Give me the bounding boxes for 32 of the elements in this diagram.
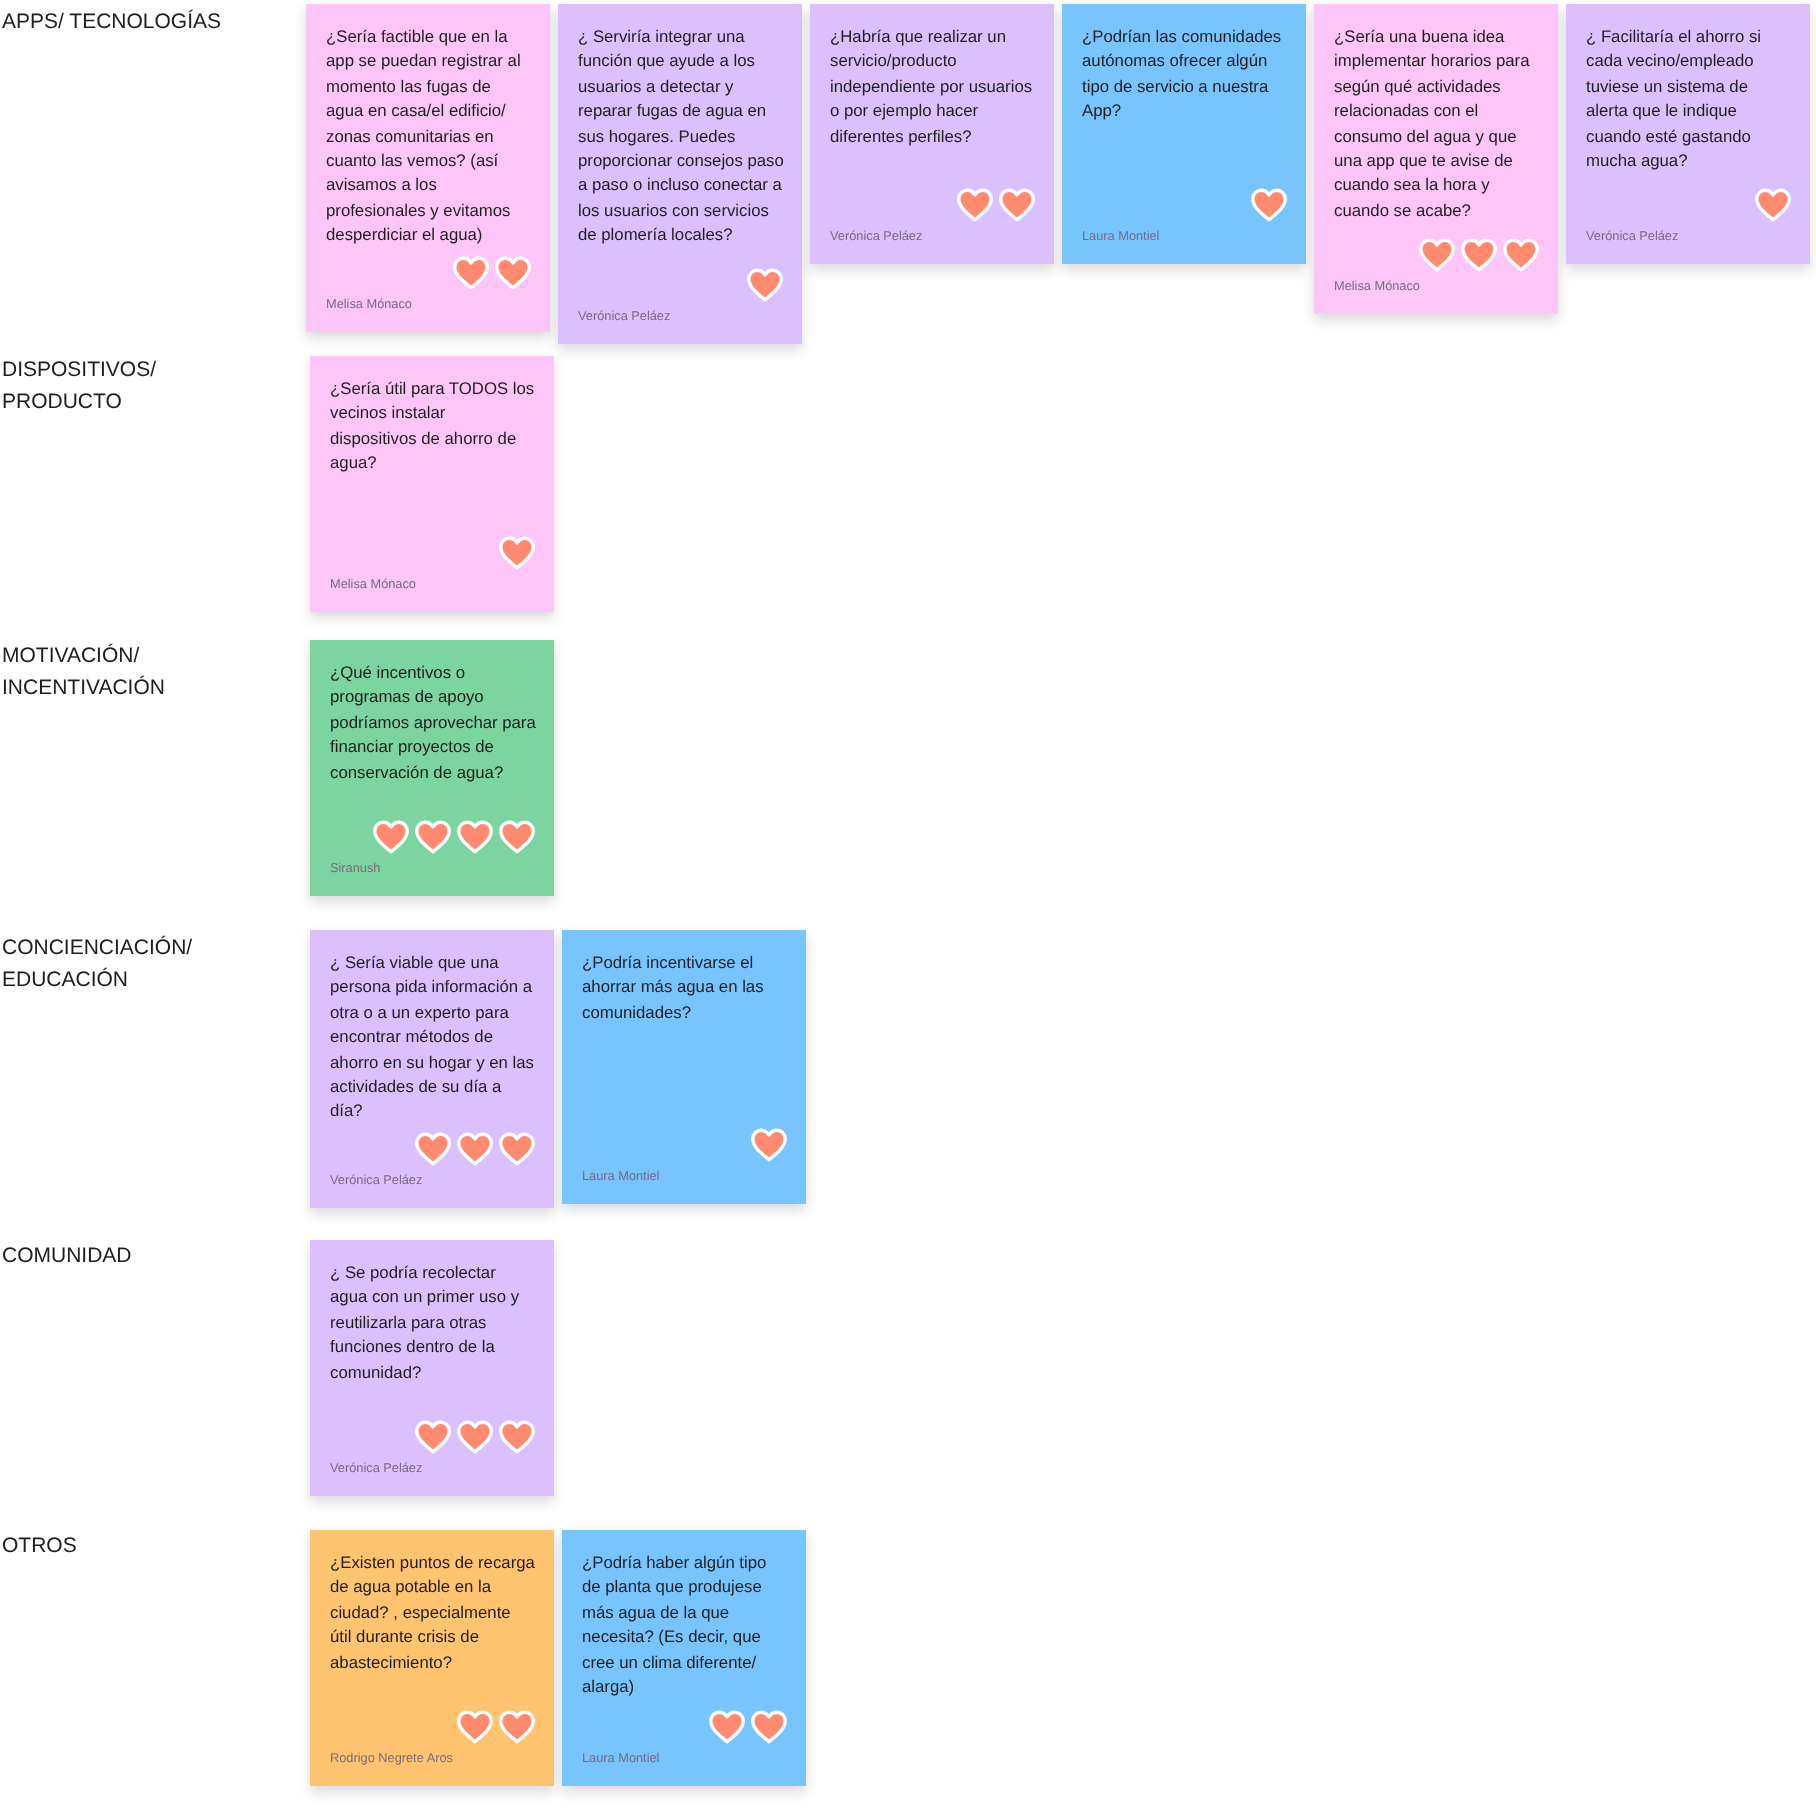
question-text: ¿Sería útil para TODOS los vecinos instalar dispositivos de ahorro de agua? [330, 376, 536, 476]
sticky-note [310, 1530, 554, 1786]
category-label: CONCIENCIACIÓN/ EDUCACIÓN [2, 933, 195, 996]
sticky-note [1314, 4, 1558, 314]
category-label: MOTIVACIÓN/ INCENTIVACIÓN [2, 641, 167, 704]
question-text: ¿Sería una buena idea implementar horarios para según qué actividades relacionadas con el consumo del agua y que una app que te avise de cuando sea la hora y cuando se acabe? [1334, 24, 1532, 223]
question-text: ¿Qué incentivos o programas de apoyo podríamos aprovechar para financiar proyectos de conservación de agua? [330, 660, 536, 785]
sticky-note [310, 1240, 554, 1496]
question-text: ¿Sería factible que en la app se puedan registrar al momento las fugas de agua en casa/el edificio/ zonas comunitarias en cuanto las vemos? (así avisamos a los profesionales y evitamos desperdiciar el agua) [326, 24, 523, 248]
sticky-note [810, 4, 1054, 264]
sticky-note [310, 640, 554, 896]
question-text: ¿Podría incentivarse el ahorrar más agua en las comunidades? [582, 950, 766, 1025]
sticky-note [1062, 4, 1306, 264]
sticky-note [306, 4, 550, 332]
question-text: ¿Podrían las comunidades autónomas ofrecer algún tipo de servicio a nuestra App? [1082, 24, 1284, 124]
sticky-note [310, 356, 554, 612]
sticky-note [562, 930, 806, 1204]
sticky-note [558, 4, 802, 344]
category-label: OTROS [2, 1532, 79, 1562]
question-text: ¿Existen puntos de recarga de agua potable en la ciudad? , especialmente útil durante crisis de abastecimiento? [330, 1550, 536, 1675]
question-text: ¿ Sería viable que una persona pida información a otra o a un experto para encontrar métodos de ahorro en su hogar y en las actividades de su día a día? [330, 950, 536, 1124]
category-label: APPS/ TECNOLOGÍAS [2, 7, 224, 38]
sticky-note [562, 1530, 806, 1786]
category-label: COMUNIDAD [2, 1242, 134, 1272]
question-text: ¿Podría haber algún tipo de planta que produjese más agua de la que necesita? (Es decir, que cree un clima diferente/ alarga) [582, 1550, 769, 1699]
category-label: DISPOSITIVOS/ PRODUCTO [2, 356, 159, 418]
question-text: ¿ Facilitaría el ahorro si cada vecino/empleado tuviese un sistema de alerta que le indique cuando esté gastando mucha agua? [1586, 24, 1763, 173]
question-text: ¿ Serviría integrar una función que ayude a los usuarios a detectar y reparar fugas de agua en sus hogares. Puedes proporcionar consejos paso a paso o incluso conectar a los usuarios con servicios de plomería locales? [578, 24, 784, 248]
sticky-note [1566, 4, 1810, 264]
question-text: ¿ Se podría recolectar agua con un primer uso y reutilizarla para otras funciones dentro de la comunidad? [330, 1260, 522, 1385]
question-text: ¿Habría que realizar un servicio/producto independiente por usuarios o por ejemplo hacer diferentes perfiles? [830, 24, 1035, 149]
sticky-note [310, 930, 554, 1208]
